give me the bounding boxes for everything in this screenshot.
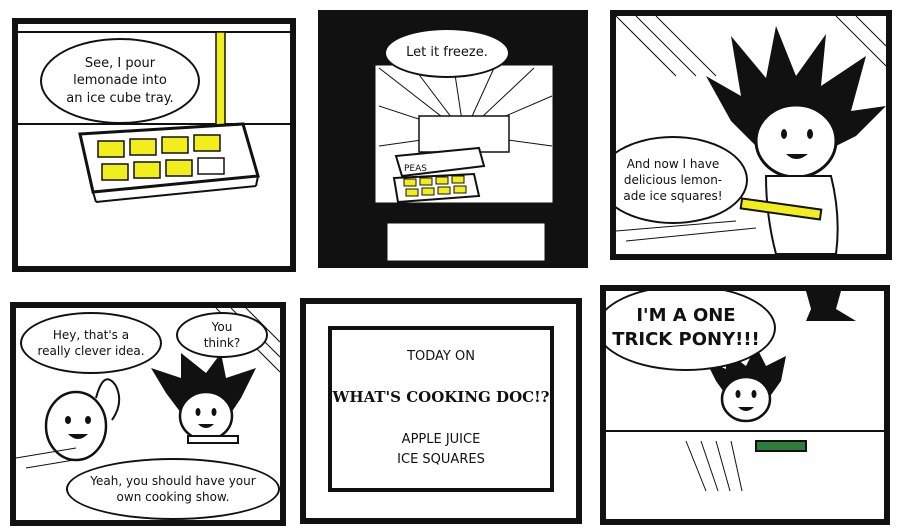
speech-bubble: Let it freeze. bbox=[384, 28, 510, 78]
lemonade-stream bbox=[215, 31, 226, 128]
speech-bubble: And now I have delicious lemon- ade ice … bbox=[616, 136, 748, 224]
comic-panel-3: And now I have delicious lemon- ade ice … bbox=[610, 10, 892, 260]
spiky-hair bbox=[151, 353, 256, 413]
peas-label: PEAS bbox=[404, 164, 427, 174]
comic-panel-6: I'M A ONE TRICK PONY!!! bbox=[600, 285, 890, 525]
speech-bubble: I'M A ONE TRICK PONY!!! bbox=[606, 291, 776, 371]
speech-bubble-right: You think? bbox=[176, 312, 268, 358]
panel-3-art bbox=[616, 16, 886, 254]
speech-bubble: See, I pour lemonade into an ice cube tr… bbox=[40, 38, 200, 124]
comic-panel-1: See, I pour lemonade into an ice cube tr… bbox=[12, 18, 296, 272]
character-head bbox=[754, 103, 838, 179]
ice-tray-held bbox=[739, 197, 823, 221]
character-head bbox=[720, 375, 772, 423]
comic-panel-5: TODAY ON WHAT'S COOKING DOC!? APPLE JUIC… bbox=[300, 298, 582, 524]
comic-panel-4: Hey, that's a really clever idea. You th… bbox=[10, 302, 286, 526]
ceiling-lamp bbox=[806, 291, 856, 321]
show-title: WHAT'S COOKING DOC!? bbox=[332, 388, 550, 406]
title-card-line: TODAY ON bbox=[407, 349, 475, 364]
peas-box bbox=[394, 146, 486, 178]
bunny-character bbox=[44, 390, 108, 462]
comic-panel-2: PEAS Let it freeze. bbox=[318, 10, 588, 268]
episode-subtitle: APPLE JUICE ICE SQUARES bbox=[397, 432, 485, 467]
spiky-hair bbox=[706, 26, 886, 156]
title-card: TODAY ON WHAT'S COOKING DOC!? APPLE JUIC… bbox=[328, 326, 554, 492]
apple-juice-tray bbox=[755, 440, 807, 452]
panel-4-art bbox=[16, 308, 280, 469]
character-head bbox=[178, 390, 234, 442]
ice-cube-tray bbox=[78, 122, 260, 194]
speech-bubble-left: Hey, that's a really clever idea. bbox=[20, 312, 162, 374]
speech-bubble-bottom: Yeah, you should have your own cooking s… bbox=[66, 458, 280, 520]
panel-1-art bbox=[18, 31, 290, 203]
